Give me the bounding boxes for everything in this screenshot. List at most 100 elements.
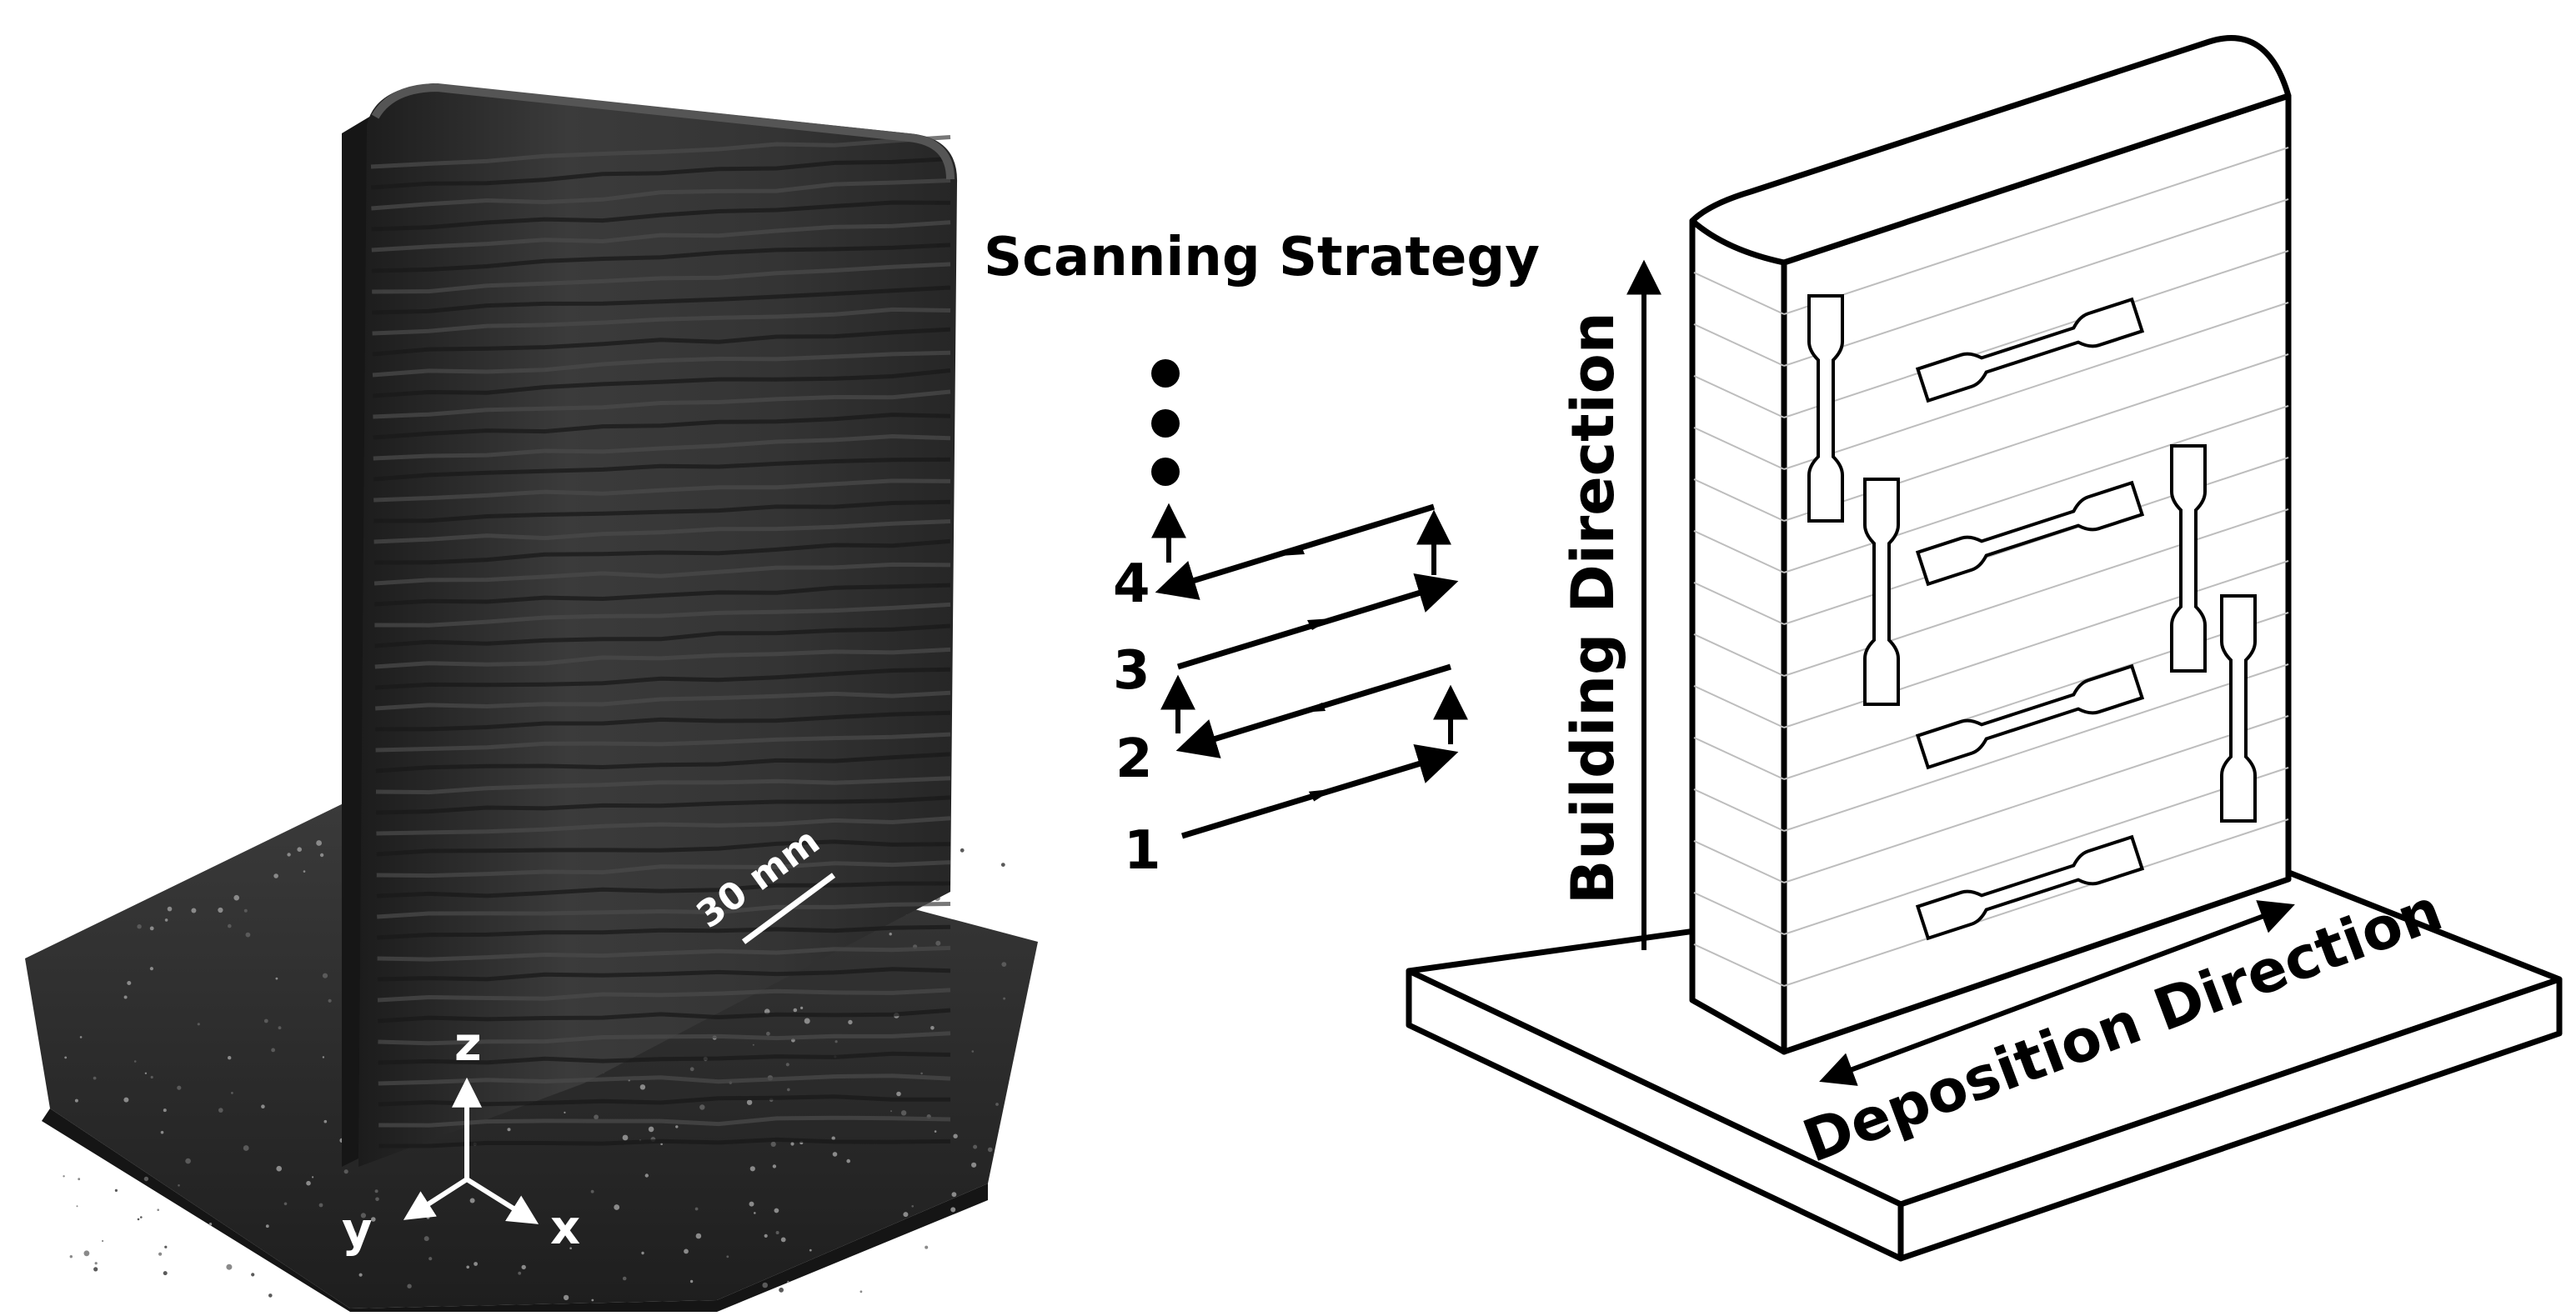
photo-wall-layer-line: [374, 602, 951, 628]
photo-speckle: [951, 1192, 957, 1198]
photo-speckle: [689, 1067, 694, 1072]
photo-wall-layer-line: [373, 562, 951, 586]
photo-speckle: [358, 1273, 363, 1277]
photo-speckle: [276, 1165, 283, 1172]
photo-speckle: [177, 1085, 182, 1090]
photo-speckle: [695, 1233, 702, 1239]
layer-number-2: 2: [1115, 728, 1153, 790]
photo-wall-layer-line: [377, 967, 951, 982]
photo-wall-layer-line: [374, 667, 951, 690]
photo-speckle: [675, 1125, 679, 1128]
photo-speckle: [178, 1184, 180, 1187]
photo-wall-layer-line: [373, 413, 951, 440]
axis-triad: z y x: [342, 1018, 580, 1258]
photo-speckle: [185, 1158, 191, 1164]
photo-speckle: [328, 998, 332, 1003]
photo-speckle: [283, 1202, 288, 1206]
photo-speckle: [245, 932, 251, 938]
photo-wall-layer-line: [373, 368, 951, 398]
photo-speckle: [780, 1237, 786, 1243]
photo-speckle: [297, 847, 303, 852]
photo-speckle: [137, 1218, 140, 1221]
photo-speckle: [787, 1088, 790, 1092]
photo-speckle: [191, 908, 197, 913]
photo-wall-layer-line: [377, 988, 951, 1003]
photo-speckle: [197, 1023, 200, 1026]
photo-wall-layer-line: [373, 538, 951, 565]
photo-speckle: [423, 1236, 429, 1242]
photo-speckle: [426, 1215, 430, 1219]
photo-wall-layers: [370, 135, 951, 1148]
schematic-wall: Building Direction Deposition Direction: [1406, 35, 2563, 1262]
photo-wall-layer-line: [371, 243, 951, 273]
photo-speckle: [287, 853, 291, 857]
photo-wall-layer-line: [374, 583, 951, 607]
photo-wall-layer-line: [373, 499, 951, 523]
photo-wall-layer-line: [371, 200, 951, 232]
photo-speckle: [925, 1245, 929, 1249]
photo-speckle: [208, 1223, 213, 1226]
photo-speckle: [466, 1265, 469, 1269]
photo-speckle: [960, 848, 965, 853]
tensile-specimen: [1915, 297, 2145, 403]
photo-speckle: [775, 1231, 779, 1234]
photo-speckle: [995, 1103, 999, 1106]
photo-speckle: [973, 1144, 978, 1149]
photo-speckle: [149, 967, 153, 971]
photo-speckle: [860, 1290, 863, 1293]
tensile-specimen: [2220, 594, 2257, 823]
photo-speckle: [726, 1255, 729, 1258]
scan-pass-1-mid-arrow: [1308, 788, 1334, 802]
photo-speckle: [323, 1119, 328, 1123]
photo-speckle: [590, 1189, 594, 1193]
photo-speckle: [428, 1257, 433, 1261]
photo-wall-layer-line: [377, 902, 951, 919]
photo-speckle: [779, 1287, 784, 1293]
photo-speckle: [164, 918, 168, 922]
photo-speckle: [804, 1018, 810, 1024]
schematic-layer-line: [1693, 530, 1785, 573]
photo-speckle: [150, 1075, 153, 1079]
photo-wall-layer-line: [370, 135, 951, 169]
axis-z-label: z: [454, 1018, 482, 1072]
photo-speckle: [660, 1143, 663, 1145]
schematic-layer-line: [1693, 375, 1785, 418]
photo-wall-layer-line: [373, 433, 951, 461]
photo-speckle: [360, 1213, 366, 1218]
continuation-dot: [1151, 359, 1180, 388]
photo-wall-layer-line: [372, 307, 951, 336]
photo-speckle: [316, 840, 322, 846]
photo-speckle: [93, 1267, 98, 1272]
photo-speckle: [93, 1076, 97, 1080]
photo-speckle: [303, 870, 306, 873]
schematic-layer-line: [1693, 272, 1785, 315]
photo-speckle: [157, 1208, 159, 1211]
photo-speckle: [144, 1072, 148, 1075]
photo-speckle: [848, 1019, 853, 1025]
photo-speckle: [306, 1180, 311, 1186]
tensile-specimen: [1915, 663, 2145, 770]
photo-speckle: [752, 1043, 754, 1046]
schematic-layer-line: [1693, 427, 1785, 470]
photo-speckle: [890, 1110, 892, 1113]
photo-speckle: [263, 1018, 268, 1023]
photo-speckle: [322, 1056, 325, 1058]
photo-base-plate-edge: [42, 1108, 988, 1312]
photo-speckle: [749, 1166, 755, 1172]
scale-bar: [741, 873, 836, 944]
axis-y-label: y: [342, 1203, 373, 1258]
photo-speckle: [787, 1280, 789, 1283]
photo-speckle: [163, 1271, 168, 1276]
photo-speckle: [896, 1091, 901, 1097]
photo-wall-layer-line: [376, 816, 951, 836]
photo-speckle: [684, 1248, 689, 1254]
photo-wall-layer-line: [373, 478, 951, 503]
photo-wall-layer-line: [371, 178, 951, 211]
photo-speckle: [622, 1134, 629, 1141]
scanning-strategy-title: Scanning Strategy: [984, 227, 1540, 288]
photo-wall-layer-line: [375, 752, 951, 773]
photo-speckle: [322, 973, 328, 978]
schematic-layer-line: [1693, 582, 1785, 625]
photo-wall-layer-line: [377, 924, 951, 940]
photo-speckle: [76, 1205, 78, 1208]
